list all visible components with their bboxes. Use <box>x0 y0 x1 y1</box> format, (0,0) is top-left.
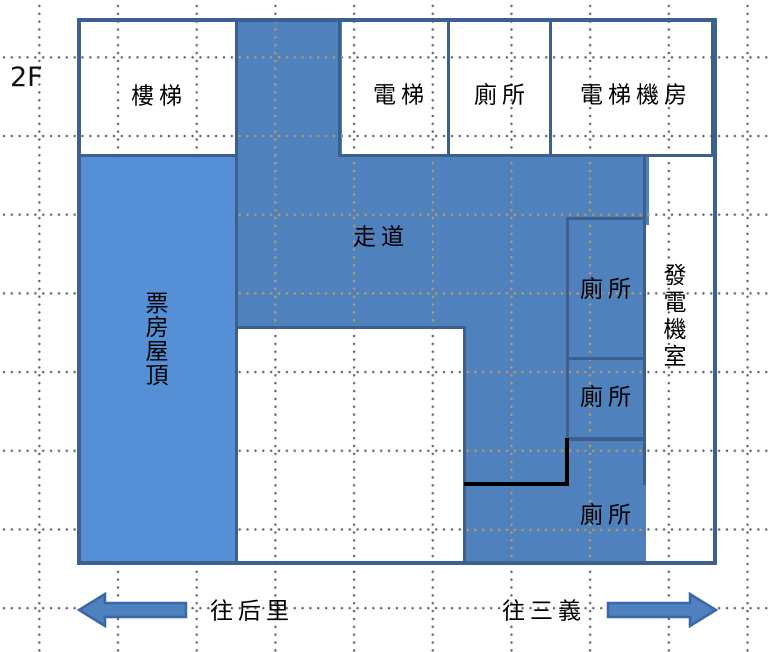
open-cutout-area <box>236 326 466 564</box>
label-toilet-east-middle: 廁所 <box>580 384 636 411</box>
label-ticket-office-roof: 票房屋頂 <box>145 291 169 389</box>
left-arrow-icon <box>76 591 188 629</box>
toilet-lower-top-wall <box>568 437 646 440</box>
label-toilet-east-lower: 廁所 <box>580 502 636 529</box>
label-elevator-machine-room: 電梯機房 <box>580 82 692 109</box>
left-arrow-shape <box>76 591 188 629</box>
floor-label: 2F <box>10 62 43 93</box>
label-stairs: 樓梯 <box>131 83 187 110</box>
building-outline <box>77 18 717 565</box>
label-corridor: 走道 <box>353 224 409 251</box>
partition-marker-vertical <box>565 438 569 486</box>
label-toilet-east-upper: 廁所 <box>580 276 636 303</box>
partition-marker-horizontal <box>464 482 569 486</box>
label-direction-west: 往后里 <box>210 598 294 625</box>
room-ticket-office-roof <box>78 154 238 564</box>
label-direction-east: 往三義 <box>502 598 586 625</box>
toilet-lower-extension <box>463 485 646 564</box>
corridor-area-top-strip <box>238 19 342 159</box>
label-toilet-top: 廁所 <box>474 82 530 109</box>
right-arrow-shape <box>606 591 719 629</box>
right-arrow-icon <box>606 591 719 629</box>
label-generator-room: 發電機室 <box>663 263 687 370</box>
corridor-area-south-strip <box>463 155 569 488</box>
corridor-area-main <box>238 155 467 328</box>
label-elevator: 電梯 <box>373 82 429 109</box>
